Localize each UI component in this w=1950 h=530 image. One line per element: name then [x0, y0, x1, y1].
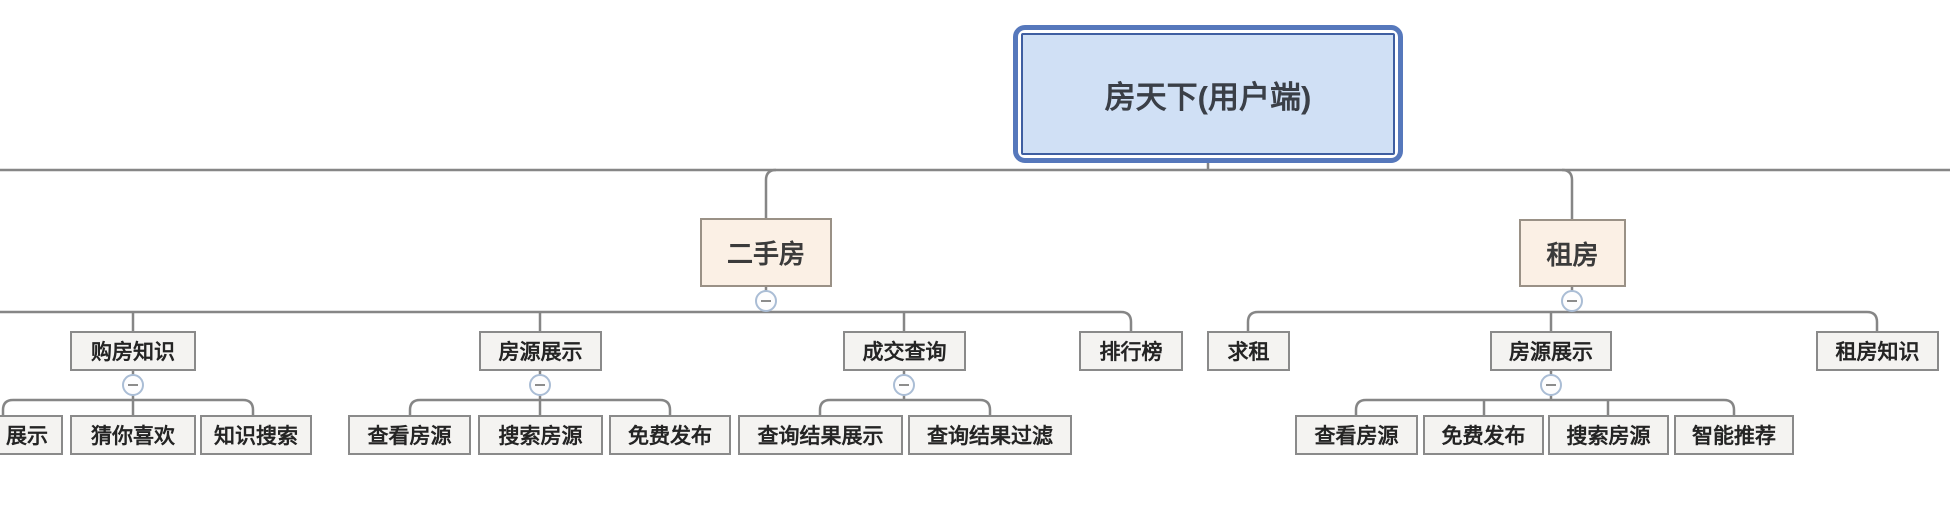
minus-icon — [761, 300, 771, 302]
node-query-result-filter[interactable]: 查询结果过滤 — [908, 415, 1072, 455]
node-buy-knowledge[interactable]: 购房知识 — [70, 331, 196, 371]
rent-listing-children-line — [1354, 398, 1736, 415]
node-knowledge-search[interactable]: 知识搜索 — [200, 415, 312, 455]
node-rent[interactable]: 租房 — [1519, 219, 1626, 287]
node-query-result-display[interactable]: 查询结果展示 — [738, 415, 903, 455]
node-search-house[interactable]: 搜索房源 — [478, 415, 603, 455]
minus-icon — [1567, 300, 1577, 302]
node-smart-recommend[interactable]: 智能推荐 — [1674, 415, 1794, 455]
collapse-button-rent[interactable] — [1561, 290, 1583, 312]
collapse-button-sh-listing[interactable] — [529, 374, 551, 396]
node-sh-listing[interactable]: 房源展示 — [479, 331, 602, 371]
secondhand-children-line — [0, 310, 1133, 331]
edge-rent — [1561, 168, 1574, 219]
knowledge-children-line — [1, 398, 255, 415]
edge-secondhand — [764, 168, 777, 218]
node-rent-search-house[interactable]: 搜索房源 — [1548, 415, 1669, 455]
minus-icon — [535, 384, 545, 386]
node-ranking[interactable]: 排行榜 — [1079, 331, 1183, 371]
collapse-button-rent-listing[interactable] — [1540, 374, 1562, 396]
node-rent-free-publish[interactable]: 免费发布 — [1423, 415, 1544, 455]
minus-icon — [1546, 384, 1556, 386]
collapse-button-buy-knowledge[interactable] — [122, 374, 144, 396]
listing-children-line — [408, 398, 672, 415]
node-rent-view-house[interactable]: 查看房源 — [1295, 415, 1418, 455]
node-rent-listing[interactable]: 房源展示 — [1490, 331, 1612, 371]
minus-icon — [128, 384, 138, 386]
node-secondhand[interactable]: 二手房 — [700, 218, 832, 287]
collapse-button-secondhand[interactable] — [755, 290, 777, 312]
node-view-house[interactable]: 查看房源 — [348, 415, 471, 455]
node-seek-rent[interactable]: 求租 — [1207, 331, 1290, 371]
root-node-fangtianxia[interactable]: 房天下(用户端) — [1021, 33, 1395, 155]
node-deal-query[interactable]: 成交查询 — [843, 331, 966, 371]
collapse-button-deal-query[interactable] — [893, 374, 915, 396]
node-guess-you-like[interactable]: 猜你喜欢 — [70, 415, 196, 455]
node-rent-knowledge[interactable]: 租房知识 — [1816, 331, 1939, 371]
root-node-selection-ring[interactable]: 房天下(用户端) — [1013, 25, 1403, 163]
node-knowledge-display[interactable]: 展示 — [0, 415, 63, 455]
deal-children-line — [818, 398, 992, 415]
rent-children-line — [1246, 310, 1879, 331]
minus-icon — [899, 384, 909, 386]
node-free-publish[interactable]: 免费发布 — [609, 415, 731, 455]
